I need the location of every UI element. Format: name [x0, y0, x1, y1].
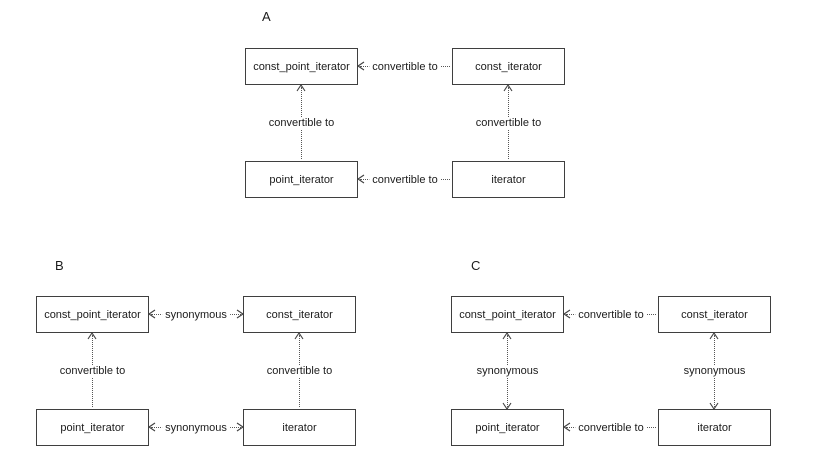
edge-label: convertible to	[575, 308, 647, 321]
convertible-to-edge-top: convertible to	[563, 308, 658, 321]
arrowhead-down-icon	[709, 402, 719, 410]
const-point-iterator-box: const_point_iterator	[245, 48, 358, 85]
arrowhead-down-icon	[502, 402, 512, 410]
arrowhead-left-icon	[563, 309, 571, 319]
edge-label: synonymous	[473, 365, 542, 377]
edge-label: convertible to	[472, 117, 545, 129]
edge-label: convertible to	[265, 117, 338, 129]
synonymous-edge-left: synonymous	[473, 332, 542, 410]
arrowhead-up-icon	[709, 332, 719, 340]
arrowhead-left-icon	[357, 174, 365, 184]
arrowhead-left-icon	[563, 422, 571, 432]
convertible-to-edge-left: convertible to	[265, 84, 338, 161]
arrowhead-right-icon	[236, 309, 244, 319]
edge-label: convertible to	[575, 421, 647, 434]
iterator-box: iterator	[658, 409, 771, 446]
arrowhead-up-icon	[502, 332, 512, 340]
point-iterator-box: point_iterator	[245, 161, 358, 198]
point-iterator-box: point_iterator	[36, 409, 149, 446]
convertible-to-edge-top: convertible to	[357, 60, 452, 73]
arrowhead-up-icon	[503, 84, 513, 92]
arrowhead-left-icon	[357, 61, 365, 71]
synonymous-edge-bottom: synonymous	[148, 421, 244, 434]
const-iterator-box: const_iterator	[243, 296, 356, 333]
convertible-to-edge-right: convertible to	[263, 332, 336, 409]
diagram-c-label: C	[471, 258, 481, 273]
convertible-to-edge-right: convertible to	[472, 84, 545, 161]
convertible-to-edge-bottom: convertible to	[563, 421, 658, 434]
arrowhead-right-icon	[236, 422, 244, 432]
edge-label: convertible to	[369, 60, 441, 73]
const-iterator-box: const_iterator	[452, 48, 565, 85]
edge-label: convertible to	[56, 365, 129, 377]
const-iterator-box: const_iterator	[658, 296, 771, 333]
convertible-to-edge-left: convertible to	[56, 332, 129, 409]
arrowhead-up-icon	[294, 332, 304, 340]
edge-label: convertible to	[263, 365, 336, 377]
iterator-box: iterator	[452, 161, 565, 198]
synonymous-edge-right: synonymous	[680, 332, 749, 410]
const-point-iterator-box: const_point_iterator	[36, 296, 149, 333]
diagram-b-label: B	[55, 258, 64, 273]
const-point-iterator-box: const_point_iterator	[451, 296, 564, 333]
diagram-a-label: A	[262, 9, 271, 24]
edge-label: synonymous	[162, 421, 230, 434]
arrowhead-up-icon	[296, 84, 306, 92]
synonymous-edge-top: synonymous	[148, 308, 244, 321]
edge-label: convertible to	[369, 173, 441, 186]
arrowhead-up-icon	[87, 332, 97, 340]
iterator-box: iterator	[243, 409, 356, 446]
point-iterator-box: point_iterator	[451, 409, 564, 446]
convertible-to-edge-bottom: convertible to	[357, 173, 452, 186]
edge-label: synonymous	[162, 308, 230, 321]
edge-label: synonymous	[680, 365, 749, 377]
arrowhead-left-icon	[148, 422, 156, 432]
arrowhead-left-icon	[148, 309, 156, 319]
